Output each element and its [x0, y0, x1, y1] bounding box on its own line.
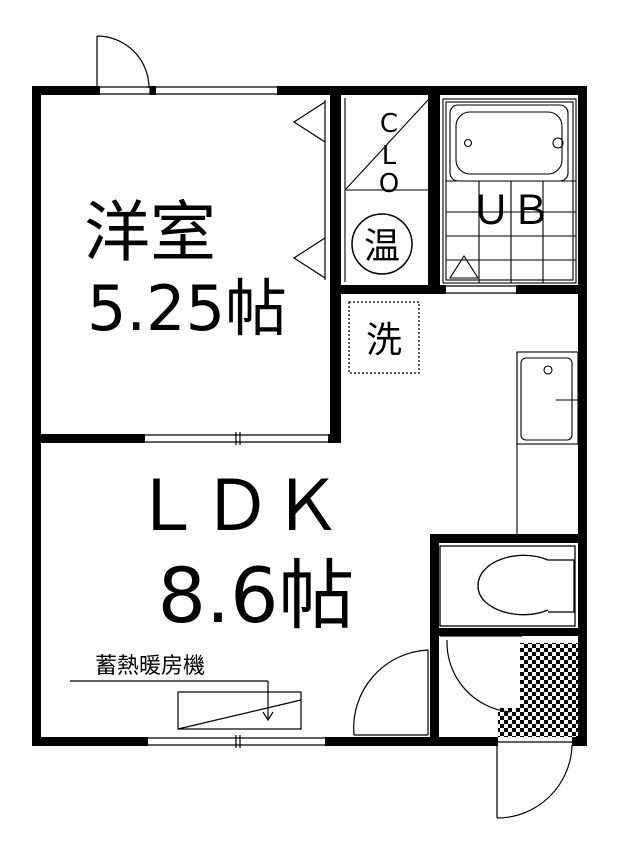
western-room-size: 5.25帖 — [87, 272, 287, 345]
wall-closet-right — [428, 95, 440, 290]
window-top — [100, 86, 277, 95]
washer-label: 洗 — [366, 320, 402, 361]
western-room-name: 洋室 — [84, 194, 216, 271]
top-door — [96, 35, 150, 89]
unit-bath — [442, 98, 577, 284]
wall-room-divider — [41, 434, 145, 443]
storage-heater — [70, 680, 302, 730]
kitchen-counter — [516, 351, 580, 534]
closet-door-marks — [292, 100, 326, 280]
closet — [344, 98, 429, 282]
wall-toilet-left — [430, 534, 439, 629]
ldk-name: ＬＤＫ — [132, 465, 342, 547]
genkan-floor-step — [498, 708, 522, 737]
wall-closet-bottom — [341, 285, 446, 294]
water-heater-label: 温 — [364, 226, 400, 267]
wall-top-right — [277, 86, 587, 95]
toilet — [439, 545, 576, 627]
exterior-walls — [32, 86, 587, 746]
entrance-door — [496, 741, 573, 819]
heater-label: 蓄熱暖房機 — [95, 654, 205, 679]
ub-door — [446, 285, 516, 294]
wall-bottom-mid — [325, 737, 498, 746]
wall-entry-post — [430, 636, 439, 737]
closet-letter-l: L — [382, 141, 397, 171]
ldk-door — [353, 649, 429, 736]
toilet-door — [440, 635, 522, 713]
interior-walls — [41, 95, 578, 737]
kitchen-sink — [520, 357, 573, 441]
wall-bottom-left — [32, 737, 148, 746]
unit-bath-label: ＵＢ — [471, 188, 551, 234]
room-door — [145, 432, 328, 445]
wall-toilet-bottom — [430, 628, 578, 636]
closet-letter-c: C — [380, 109, 398, 139]
wall-top-left — [32, 86, 100, 95]
ldk-size: 8.6帖 — [158, 551, 355, 640]
wall-right — [578, 86, 587, 746]
wall-western-right — [330, 95, 341, 443]
closet-letter-o: O — [379, 169, 399, 199]
wall-left — [32, 86, 41, 746]
wall-top-mid — [150, 86, 156, 95]
wall-toilet-top — [430, 534, 578, 543]
washer-space — [348, 301, 420, 374]
water-heater — [351, 213, 413, 275]
window-bottom — [148, 735, 325, 748]
genkan-floor — [520, 643, 578, 737]
wall-bottom-right — [572, 737, 587, 746]
windows — [100, 86, 325, 748]
wall-ub-bottom-right — [516, 285, 578, 294]
bathtub — [449, 104, 569, 182]
